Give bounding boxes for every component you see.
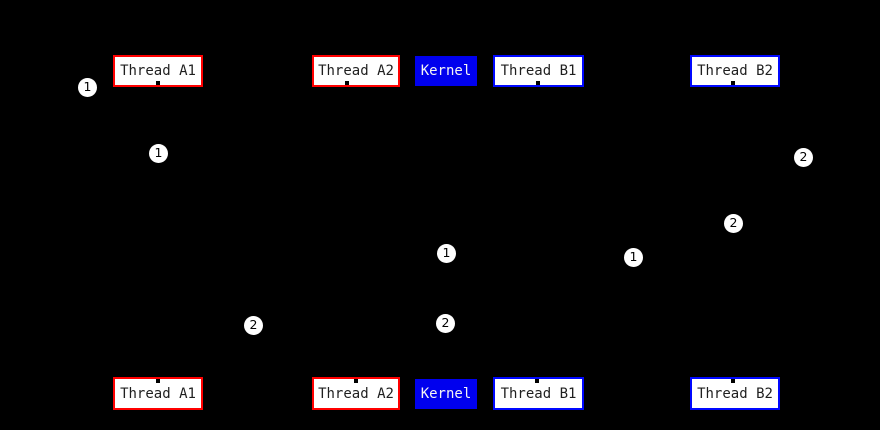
sequence-marker: 1 — [78, 78, 97, 97]
sequence-marker: 1 — [149, 144, 168, 163]
lifeline-tick — [731, 81, 735, 85]
sequence-marker: 2 — [724, 214, 743, 233]
lifeline-tick — [536, 81, 540, 85]
sequence-marker: 2 — [436, 314, 455, 333]
entity-box-kernel-bottom: Kernel — [415, 379, 477, 409]
sequence-marker: 1 — [624, 248, 643, 267]
lifeline-tick — [156, 379, 160, 383]
entity-box-kernel-top: Kernel — [415, 56, 477, 86]
lifeline-tick — [354, 379, 358, 383]
lifeline-tick — [345, 81, 349, 85]
lifeline-tick — [535, 379, 539, 383]
sequence-marker: 2 — [244, 316, 263, 335]
sequence-marker: 2 — [794, 148, 813, 167]
entity-box-thread-a2-bottom: Thread A2 — [312, 377, 400, 410]
lifeline-tick — [731, 379, 735, 383]
entity-box-thread-b2-top: Thread B2 — [690, 55, 780, 87]
lifeline-tick — [156, 81, 160, 85]
sequence-marker: 1 — [437, 244, 456, 263]
entity-box-thread-a2-top: Thread A2 — [312, 55, 400, 87]
entity-box-thread-b2-bottom: Thread B2 — [690, 377, 780, 410]
